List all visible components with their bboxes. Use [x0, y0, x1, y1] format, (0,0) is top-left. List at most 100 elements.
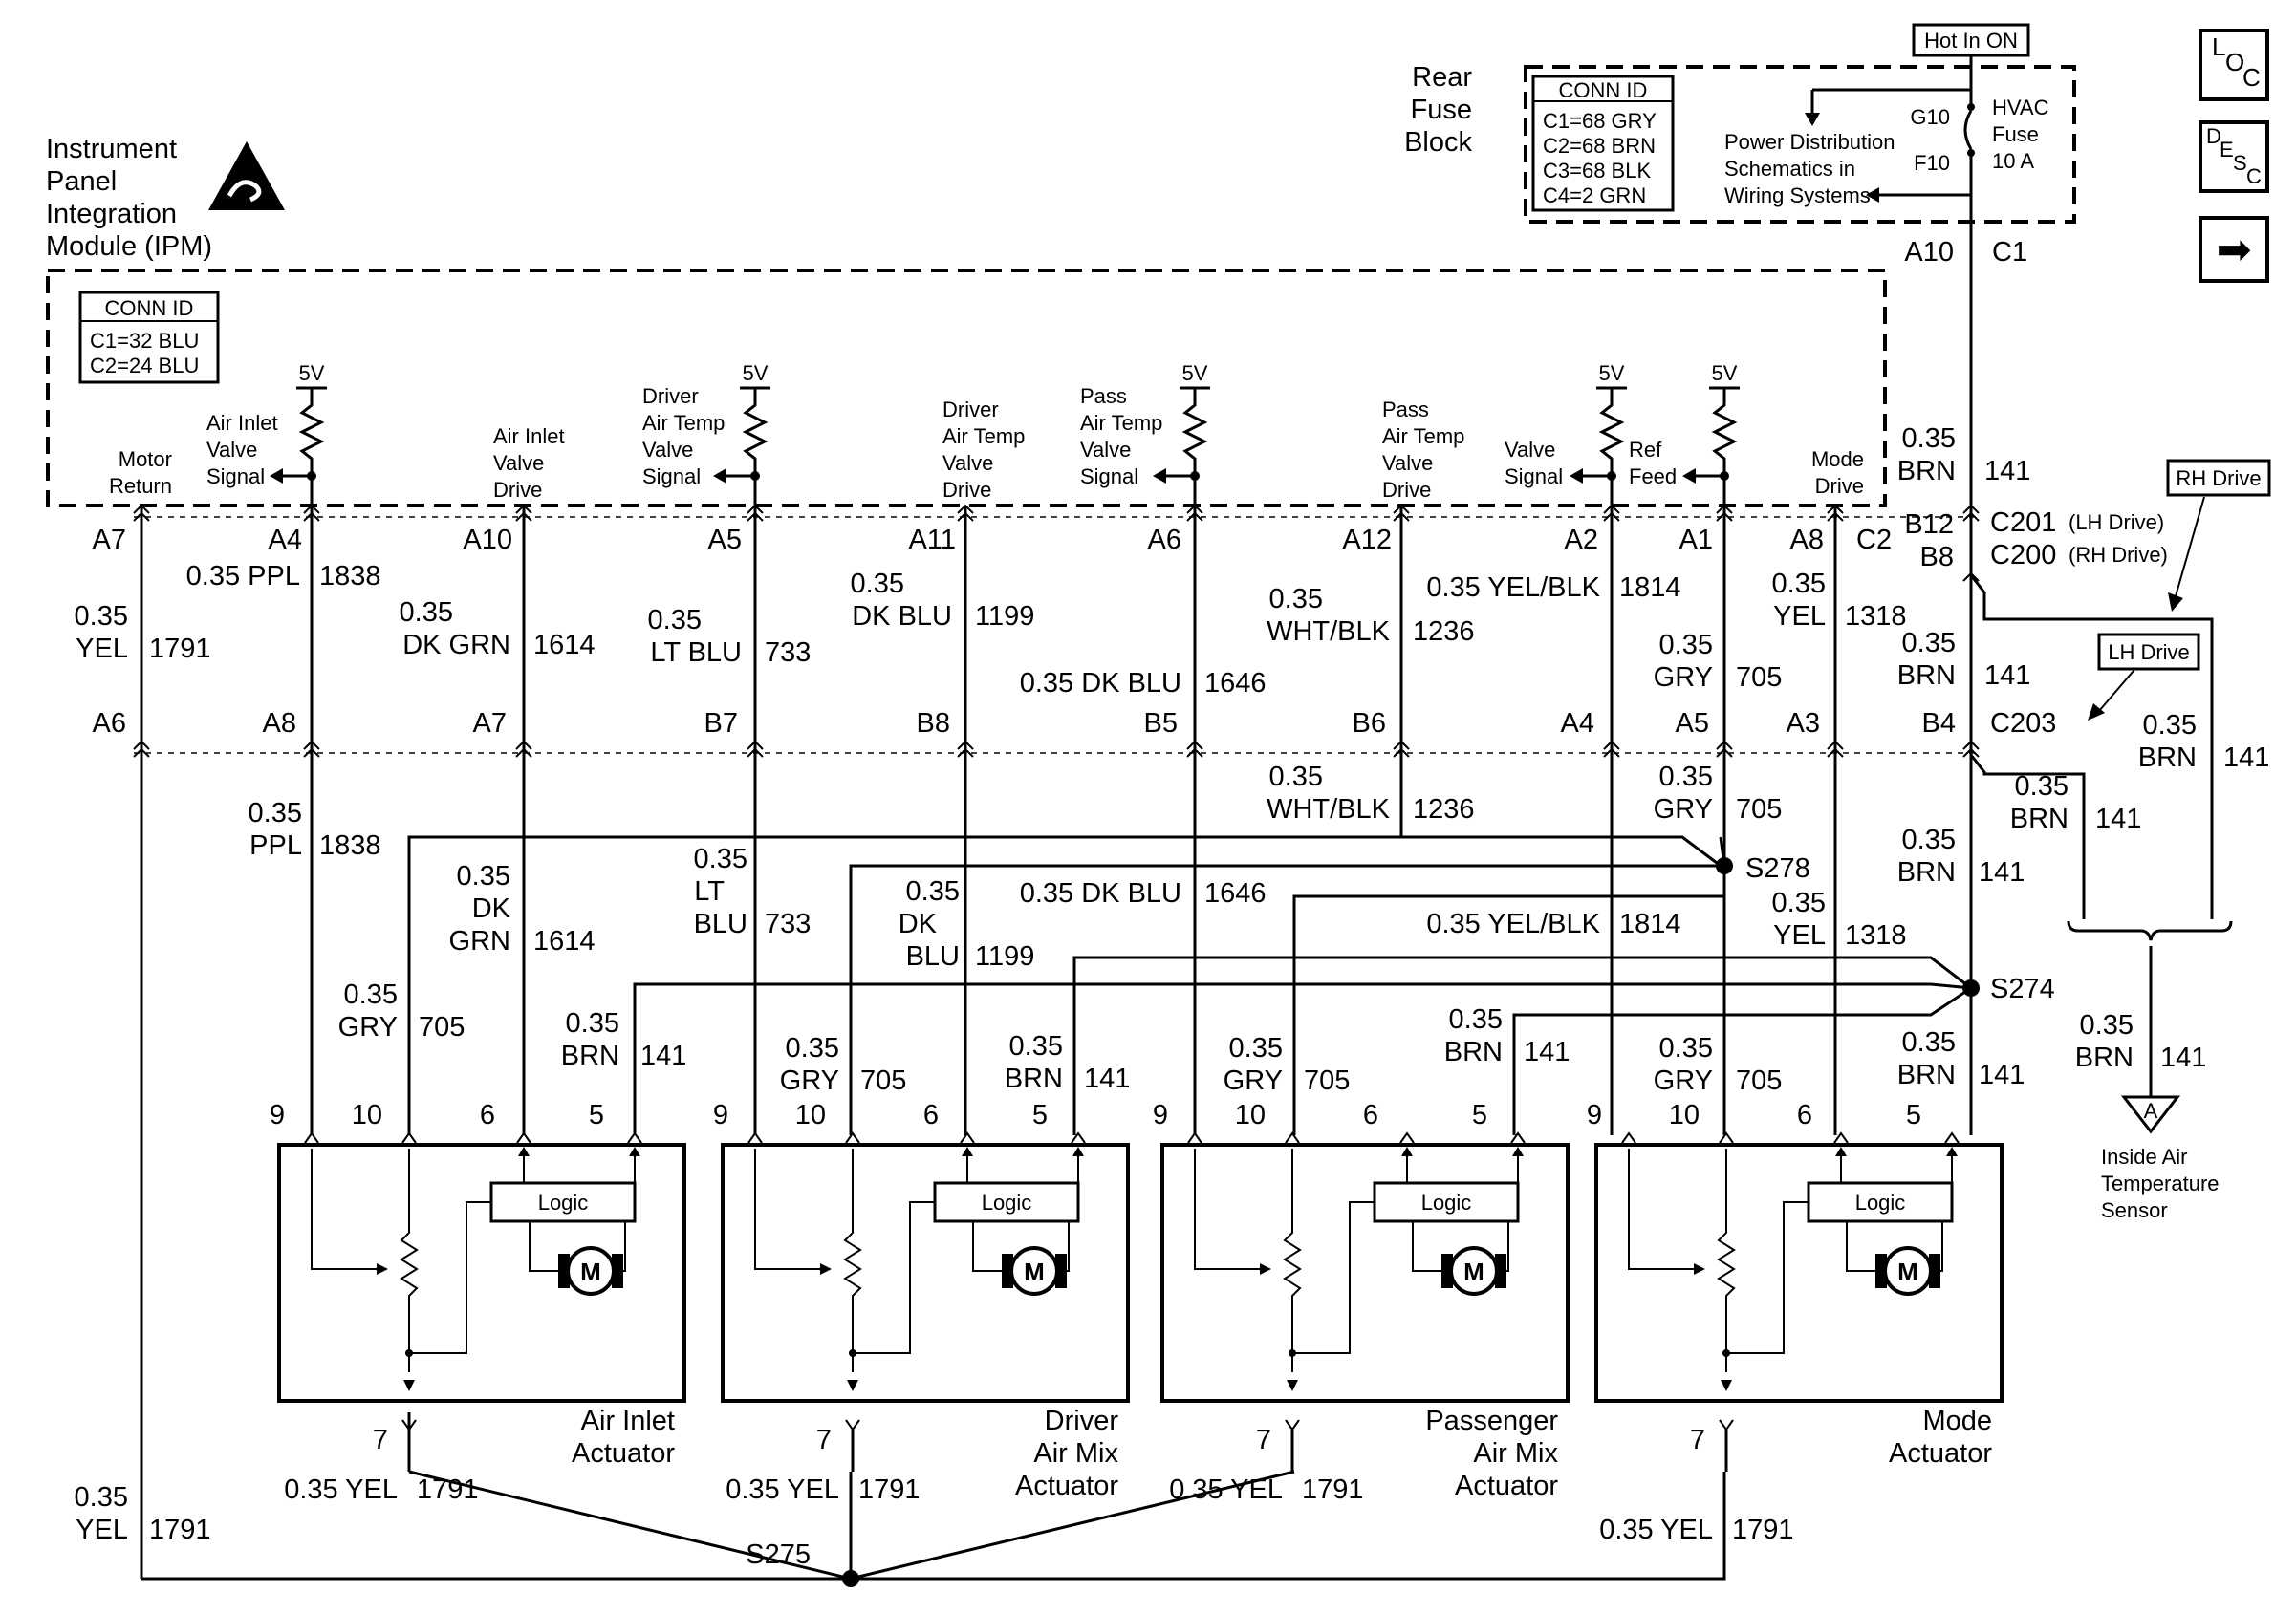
v5-label: 5V — [1182, 361, 1208, 385]
wire-label: 0.35 — [1902, 423, 1956, 454]
pullup-pass: 5V — [1153, 361, 1210, 497]
wire-label: BRN — [561, 1041, 619, 1071]
motor-icon: M — [972, 1221, 1070, 1296]
splice-s274-label: S274 — [1990, 974, 2055, 1004]
pin-chevron — [1603, 504, 1620, 522]
wire-label: YEL — [76, 1515, 128, 1545]
wire-label: 1199 — [975, 941, 1034, 972]
logic-label: Logic — [982, 1191, 1032, 1215]
wire-label: 1791 — [1732, 1515, 1794, 1545]
wire-label: GRY — [780, 1065, 839, 1096]
ipm-title-line3: Integration — [46, 199, 177, 229]
motor-icon: M — [529, 1221, 626, 1296]
valve-signal-l2: Signal — [1505, 464, 1563, 488]
wire-label: 0.35 — [786, 1033, 839, 1064]
splice-s275-dot — [842, 1570, 859, 1587]
actuator-name-line: Actuator — [1889, 1438, 1992, 1469]
pin-mark — [1285, 1131, 1300, 1144]
air-inlet-valve-signal-l2: Valve — [206, 438, 257, 462]
lower-wire-labels: 0.35 PPL 1838 0.35 WHT/BLK 1236 0.35 GRY… — [75, 762, 2025, 1545]
pullup-ref-feed: 5V — [1682, 361, 1740, 497]
wire-label: 1791 — [1302, 1474, 1364, 1505]
sensor-ref-a: A — [2144, 1099, 2158, 1123]
actuator-name-line: Actuator — [1015, 1471, 1118, 1501]
c203-pin-a4: A4 — [1561, 708, 1594, 739]
ipm-conn-id-1: C1=32 BLU — [90, 329, 199, 353]
actuator-name-line: Passenger — [1425, 1406, 1558, 1436]
desc-button[interactable]: D E S C — [2199, 120, 2269, 193]
wire-label: 0.35 — [2015, 771, 2069, 802]
c203-pin-a7: A7 — [473, 708, 507, 739]
next-arrow-button[interactable]: ➡ — [2199, 216, 2269, 283]
wire-label: 1236 — [1413, 794, 1475, 825]
air-inlet-valve-signal-l1: Air Inlet — [206, 411, 278, 435]
loc-button[interactable]: L O C — [2199, 29, 2269, 101]
desc-letter-s: S — [2233, 151, 2247, 175]
pin-mark — [1621, 1131, 1636, 1144]
wire-label: DK BLU — [852, 601, 952, 632]
c203-pin-b4: B4 — [1922, 708, 1956, 739]
wire-label: 0.35 — [906, 876, 960, 907]
c200-pin-b8: B8 — [1920, 542, 1954, 572]
c203-pin-a5: A5 — [1676, 708, 1709, 739]
v5-label: 5V — [743, 361, 769, 385]
c201-pin-a4: A4 — [269, 525, 302, 555]
wire-label: 705 — [1304, 1065, 1350, 1096]
pin-chevron — [1716, 504, 1733, 522]
wire-label: 0.35 — [566, 1008, 619, 1039]
c201-note: (LH Drive) — [2069, 510, 2164, 534]
c203-pin-b5: B5 — [1144, 708, 1178, 739]
pin-mark — [1719, 1131, 1734, 1144]
actuator-pin-label: 6 — [480, 1100, 495, 1130]
wire-label: 1318 — [1845, 920, 1907, 951]
wire-label: 0.35 — [2143, 710, 2197, 741]
wire-label: 1791 — [149, 634, 211, 664]
pin-chevron — [515, 504, 532, 522]
mode-drive-l1: Mode — [1811, 447, 1864, 471]
c200-label: C200 — [1990, 540, 2056, 570]
wire-label: 0.35 YEL — [1169, 1474, 1283, 1505]
wire-label: 0.35 DK BLU — [1020, 878, 1181, 909]
pin-chevron — [1827, 504, 1844, 522]
pin-chevron — [747, 740, 764, 758]
wire-label: 0.35 — [1772, 569, 1826, 599]
esd-warning-icon — [208, 141, 285, 210]
pin-mark — [1510, 1131, 1526, 1144]
desc-letter-e: E — [2220, 138, 2234, 161]
logic-label: Logic — [1855, 1191, 1906, 1215]
drive-variant-branches: RH Drive LH Drive A Inside Air Temperatu… — [1969, 459, 2271, 1222]
wire-label: DK GRN — [402, 630, 510, 660]
c203-pin-a3: A3 — [1787, 708, 1820, 739]
driver-valve-signal-l3: Valve — [642, 438, 693, 462]
actuator-pin7-label: 7 — [1690, 1425, 1705, 1455]
wire-label: 705 — [1736, 662, 1782, 693]
wire-label: BRN — [1897, 456, 1956, 486]
pass-valve-drive-l3: Valve — [1382, 451, 1433, 475]
wire-label: 0.35 — [249, 798, 302, 829]
driver-valve-signal-l1: Driver — [642, 384, 699, 408]
wire-label: BLU — [694, 909, 747, 939]
air-inlet-valve-drive-l1: Air Inlet — [493, 424, 565, 448]
wire-label: 1614 — [533, 926, 596, 957]
pin-chevron — [957, 740, 974, 758]
wire-label: LT — [694, 876, 725, 907]
wire-label: 1791 — [149, 1515, 211, 1545]
pin-chevron — [1186, 740, 1203, 758]
pin-mark — [401, 1131, 417, 1144]
pullup-driver: 5V — [713, 361, 770, 497]
actuator-pin-label: 5 — [589, 1100, 604, 1130]
driver-valve-signal-l2: Air Temp — [642, 411, 725, 435]
wire-label: 0.35 YEL/BLK — [1426, 909, 1600, 939]
rear-fuse-line3: Block — [1404, 127, 1472, 158]
c203-pin-b7: B7 — [704, 708, 738, 739]
actuator-name-line: Driver — [1045, 1406, 1119, 1436]
ipm-conn-id-box: CONN ID C1=32 BLU C2=24 BLU — [78, 291, 220, 384]
c200-note: (RH Drive) — [2069, 543, 2168, 567]
a10-pin-label: A10 — [1904, 237, 1954, 268]
pin-mark — [627, 1131, 642, 1144]
wire-label: 141 — [1084, 1064, 1130, 1094]
wire-label: WHT/BLK — [1267, 794, 1391, 825]
v5-label: 5V — [1712, 361, 1738, 385]
